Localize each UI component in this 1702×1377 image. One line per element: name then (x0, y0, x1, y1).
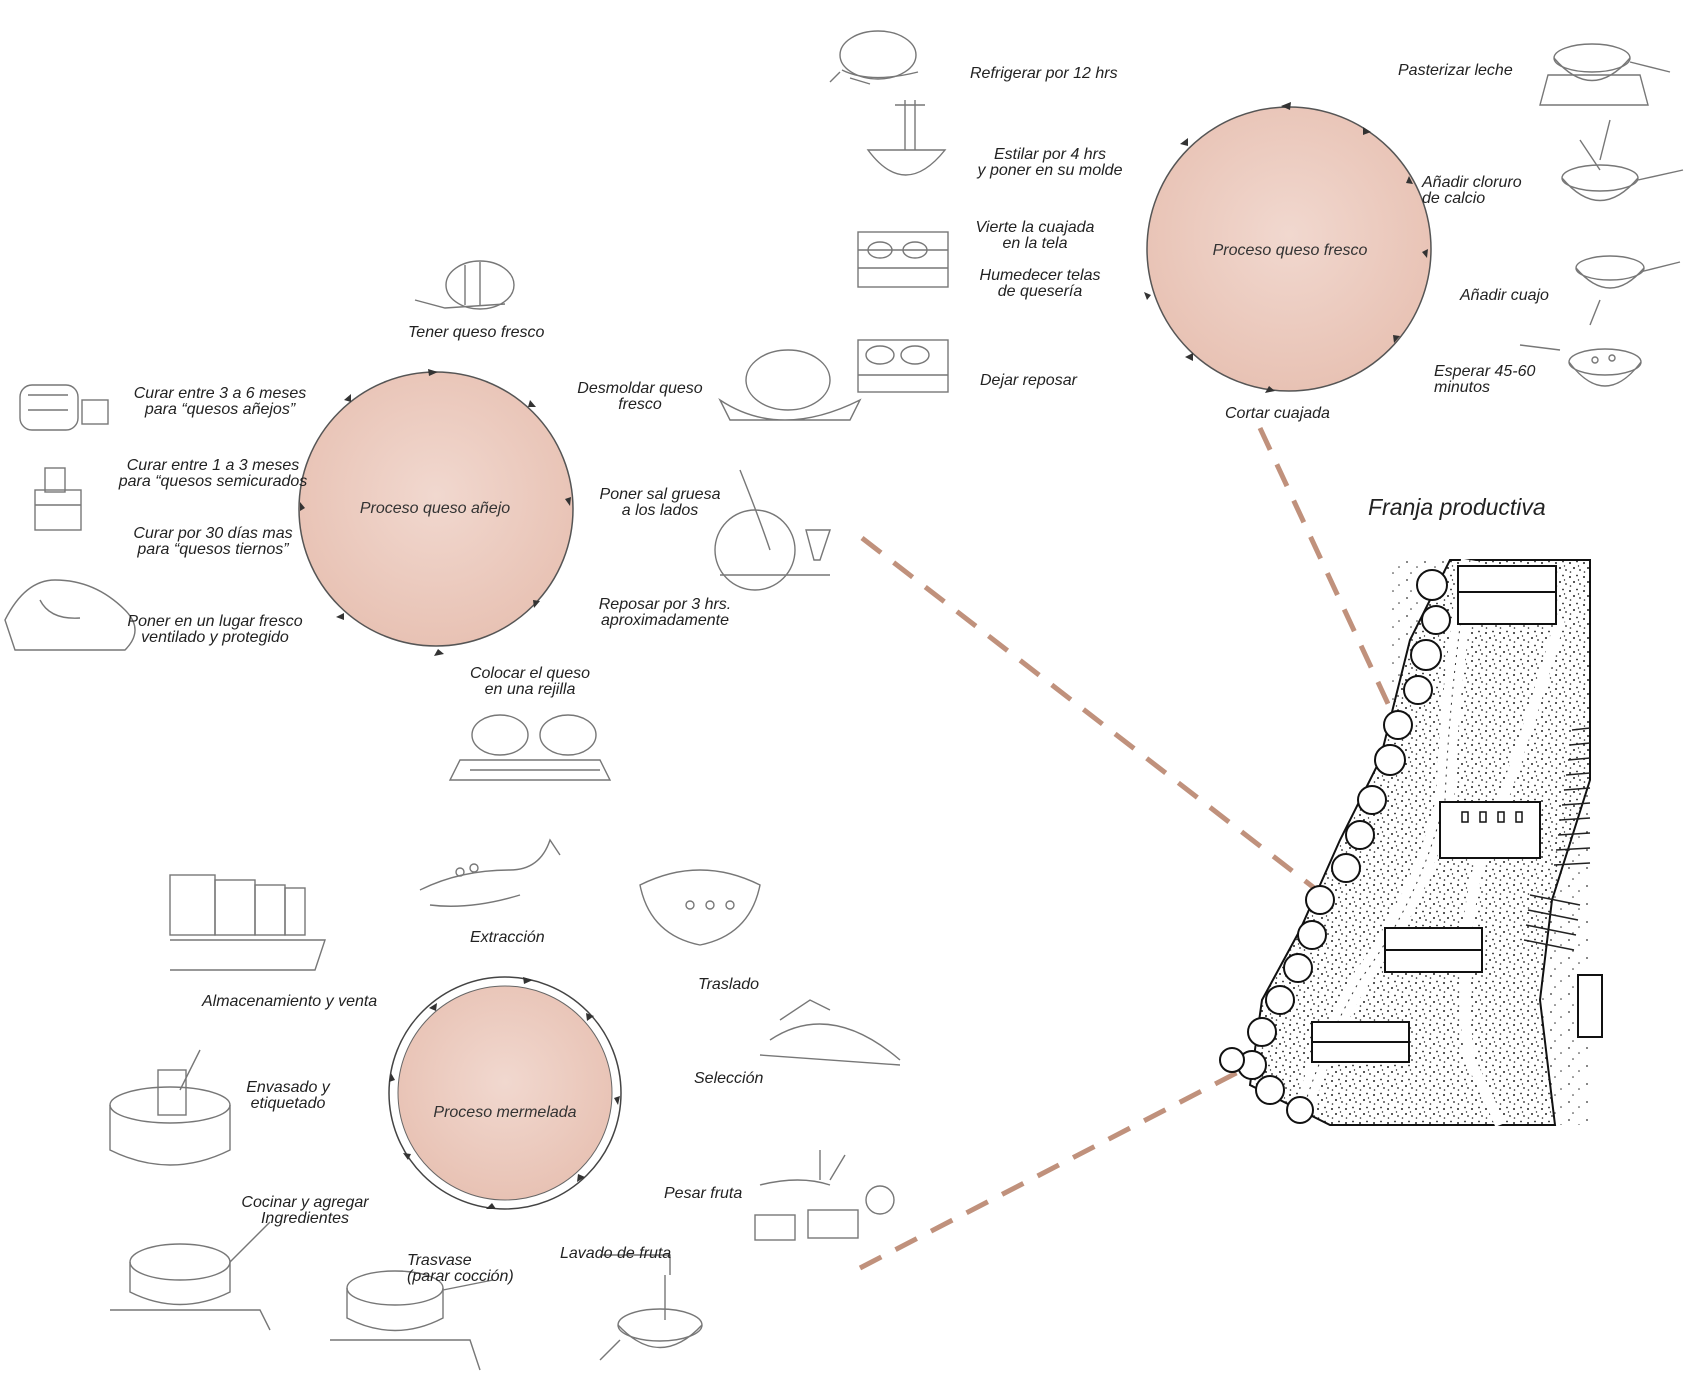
mermelada-step-extraccion: Extracción (470, 929, 545, 946)
cycle-fresco-arrows (1144, 102, 1428, 393)
fresco-step-reposar: Dejar reposar (980, 372, 1077, 389)
fresco-step-esperar: Esperar 45-60 minutos (1434, 363, 1536, 396)
cycle-anejo (298, 369, 574, 656)
sketch-lavado (599, 1254, 703, 1361)
sketch-desmoldar (718, 349, 862, 421)
mermelada-step-almacenamiento: Almacenamiento y venta (202, 993, 378, 1010)
site-plan-stream (1459, 618, 1565, 1127)
fresco-step-cortar: Cortar cuajada (1225, 405, 1330, 422)
sketch-seleccion (759, 999, 901, 1066)
sketch-lugar-fresco (4, 579, 136, 651)
anejo-step-tener: Tener queso fresco (408, 324, 545, 341)
sketch-traslado (639, 869, 761, 946)
sketch-envasado (109, 1049, 231, 1166)
anejo-step-semicurados: Curar entre 1 a 3 meses para “quesos sem… (118, 457, 308, 490)
mermelada-step-lavado: Lavado de fruta (560, 1245, 672, 1262)
mermelada-step-cocinar: Cocinar y agregar Ingredientes (241, 1194, 369, 1227)
site-plan (1219, 558, 1603, 1127)
connector-mermelada (858, 1037, 1302, 1271)
sketch-cocinar (110, 1221, 271, 1331)
sketch-pasterizar (1539, 43, 1671, 106)
sketch-almacenamiento (169, 874, 326, 971)
fresco-step-vierte: Vierte la cuajada en la tela (975, 219, 1095, 252)
sketch-refrigerar (829, 30, 919, 85)
sketch-esperar (1519, 344, 1642, 387)
cycle-anejo-title: Proceso queso añejo (359, 500, 511, 517)
fresco-step-humedecer: Humedecer telas de quesería (979, 267, 1101, 300)
sketch-cloruro (1561, 119, 1684, 202)
sketch-pesar (754, 1150, 895, 1241)
sketch-anejos (19, 384, 109, 431)
mermelada-step-envasado: Envasado y etiquetado (246, 1079, 330, 1112)
site-plan-hatch (1523, 727, 1591, 951)
mermelada-step-trasvase: Trasvase (parar cocción) (407, 1252, 514, 1285)
anejo-step-tiernos: Curar por 30 días mas para “quesos tiern… (133, 525, 293, 558)
cycle-fresco (1144, 102, 1432, 393)
cycle-anejo-arrows (300, 369, 571, 656)
sketch-reposar (857, 339, 949, 393)
sketch-cuajo (1575, 255, 1681, 326)
anejo-step-anejos: Curar entre 3 a 6 meses para “quesos añe… (133, 385, 307, 418)
connector-anejo (860, 536, 1377, 937)
sketch-vierte (857, 231, 949, 288)
fresco-step-estilar: Estilar por 4 hrs y poner en su molde (977, 146, 1123, 179)
cycle-fresco-title: Proceso queso fresco (1212, 242, 1368, 259)
sketch-tener-queso (414, 260, 515, 310)
fresco-step-cloruro: Añadir cloruro de calcio (1422, 174, 1522, 207)
fresco-step-cuajo: Añadir cuajo (1460, 287, 1549, 304)
sketch-sal (714, 469, 831, 591)
anejo-step-lugar: Poner en un lugar fresco ventilado y pro… (127, 613, 303, 646)
mermelada-step-pesar: Pesar fruta (664, 1185, 743, 1202)
connector-lines (858, 426, 1438, 1271)
site-plan-buildings (1311, 565, 1603, 1063)
mermelada-step-seleccion: Selección (694, 1070, 764, 1087)
sketch-semicurados (34, 467, 82, 531)
sketch-estilar (866, 100, 947, 176)
mermelada-step-traslado: Traslado (698, 976, 760, 993)
cycle-mermelada-ring (388, 976, 622, 1210)
site-plan-trees (1219, 569, 1451, 1124)
cycle-mermelada-arrows (389, 977, 620, 1209)
sketch-rejilla (448, 714, 612, 781)
sketch-extraccion (419, 838, 561, 907)
anejo-step-rejilla: Colocar el queso en una rejilla (469, 665, 591, 698)
connector-fresco (1257, 426, 1438, 807)
anejo-step-sal: Poner sal gruesa a los lados (599, 486, 721, 519)
sketch-trasvase (330, 1270, 494, 1371)
site-plan-windows (1461, 811, 1523, 823)
franja-title: Franja productiva (1368, 494, 1546, 520)
cycle-mermelada-title: Proceso mermelada (433, 1104, 577, 1121)
anejo-step-desmoldar: Desmoldar queso fresco (577, 380, 703, 413)
anejo-step-reposar: Reposar por 3 hrs. aproximadamente (598, 596, 732, 629)
fresco-step-pasterizar: Pasterizar leche (1398, 62, 1513, 79)
cycle-mermelada (388, 976, 622, 1210)
sketch-illustrations (4, 30, 1684, 1371)
cycle-mermelada-disc (397, 985, 613, 1201)
fresco-step-refrigerar: Refrigerar por 12 hrs (970, 65, 1118, 82)
